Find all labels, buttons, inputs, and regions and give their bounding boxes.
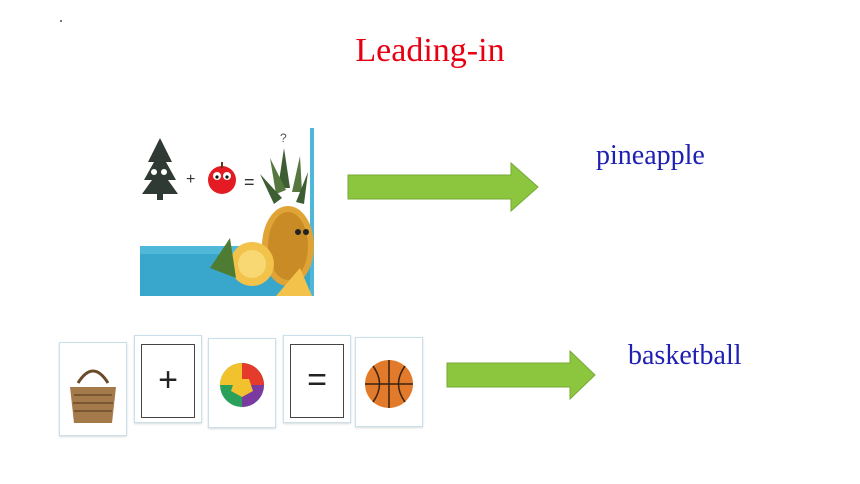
pineapple-icon xyxy=(210,148,314,296)
pineapple-equation-image: + = ? xyxy=(140,128,314,296)
answer-basketball: basketball xyxy=(628,340,742,371)
apple-icon xyxy=(208,162,236,194)
plus-symbol: + xyxy=(186,171,195,188)
arrow-right-icon-2 xyxy=(446,350,596,400)
equals-symbol: = xyxy=(244,172,255,192)
basket-card xyxy=(59,342,127,436)
basketball-icon xyxy=(365,360,413,408)
tree-icon xyxy=(142,138,178,200)
colorful-ball-icon xyxy=(220,363,264,407)
plus-symbol-card: + xyxy=(158,361,178,399)
basketball-card xyxy=(355,337,423,427)
equals-card: = xyxy=(283,335,351,423)
ball-card xyxy=(208,338,276,428)
question-mark: ? xyxy=(280,131,287,145)
basket-icon xyxy=(70,369,116,423)
plus-card: + xyxy=(134,335,202,423)
corner-dot xyxy=(60,20,62,22)
slide-title: Leading-in xyxy=(355,32,505,69)
equals-symbol-card: = xyxy=(307,361,327,399)
answer-pineapple: pineapple xyxy=(596,140,705,171)
arrow-right-icon xyxy=(347,162,539,212)
